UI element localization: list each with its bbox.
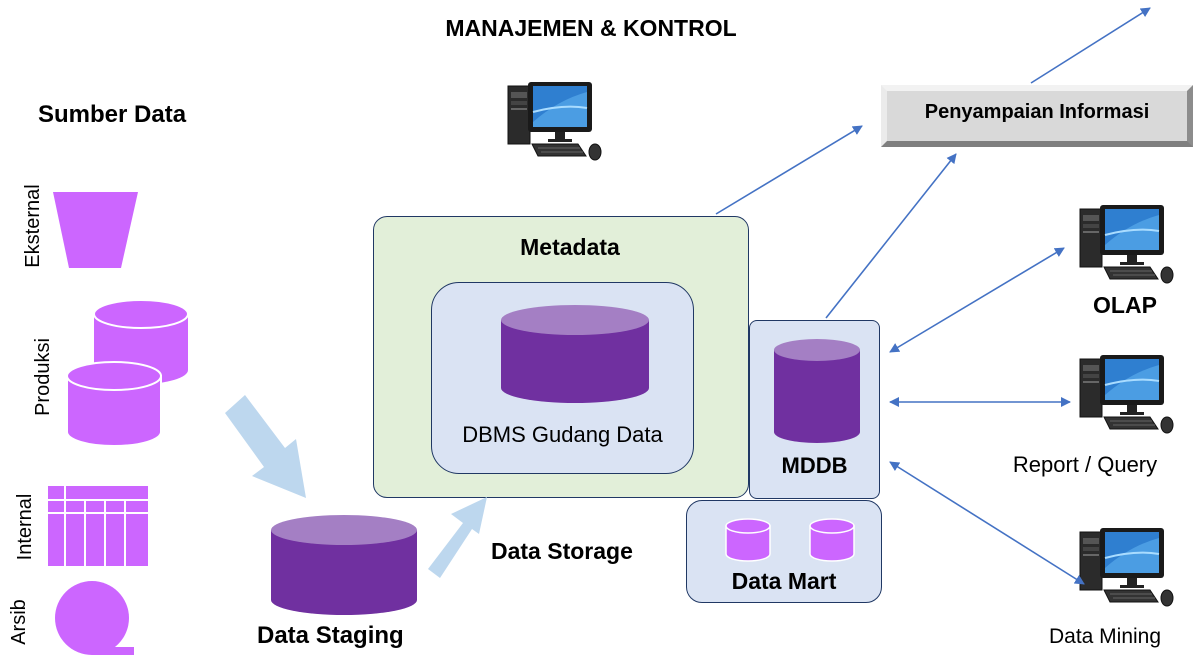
arsib-tape-shape: [55, 581, 134, 655]
sources-heading: Sumber Data: [38, 101, 187, 128]
mddb-label: MDDB: [781, 453, 848, 478]
eksternal-shape: [53, 192, 138, 268]
delivery-label: Penyampaian Informasi: [924, 101, 1150, 123]
data-mart-cylinder-1: [725, 518, 771, 562]
tool-label-data-mining: Data Mining: [1048, 625, 1162, 648]
metadata-label: Metadata: [520, 234, 620, 260]
computer-icon-report: [1079, 354, 1174, 434]
tool-label-olap: OLAP: [1093, 292, 1157, 318]
data-mart-label: Data Mart: [731, 568, 837, 594]
dbms-label: DBMS Gudang Data: [462, 422, 663, 447]
staging-cylinder: [271, 515, 417, 615]
computer-icon-olap: [1079, 204, 1174, 284]
storage-label: Data Storage: [491, 538, 633, 564]
arrow-delivery-out: [1030, 7, 1151, 84]
mddb-cylinder: [774, 339, 860, 443]
internal-grid-shape: [48, 486, 148, 566]
arrow-olap: [889, 247, 1065, 353]
dbms-cylinder: [501, 305, 649, 403]
computer-icon-manajemen: [507, 81, 602, 161]
source-label-produksi: Produksi: [32, 338, 54, 416]
delivery-box: [881, 85, 1193, 147]
staging-label: Data Staging: [257, 622, 404, 649]
data-mart-cylinder-2: [809, 518, 855, 562]
arrow-data-mining: [889, 461, 1085, 585]
flow-arrow-sources-to-staging: [225, 395, 306, 498]
tool-label-report: Report / Query: [1012, 452, 1158, 477]
produksi-cylinder-front: [66, 361, 162, 447]
arrow-mddb-to-delivery: [825, 153, 957, 319]
source-label-arsib: Arsib: [8, 599, 30, 645]
flow-arrow-staging-to-storage: [428, 497, 487, 578]
computer-icon-data-mining: [1079, 527, 1174, 607]
source-label-internal: Internal: [14, 493, 36, 561]
arrow-metadata-to-manajemen: [715, 125, 863, 215]
source-label-eksternal: Eksternal: [22, 184, 44, 268]
diagram-title: MANAJEMEN & KONTROL: [445, 15, 737, 41]
